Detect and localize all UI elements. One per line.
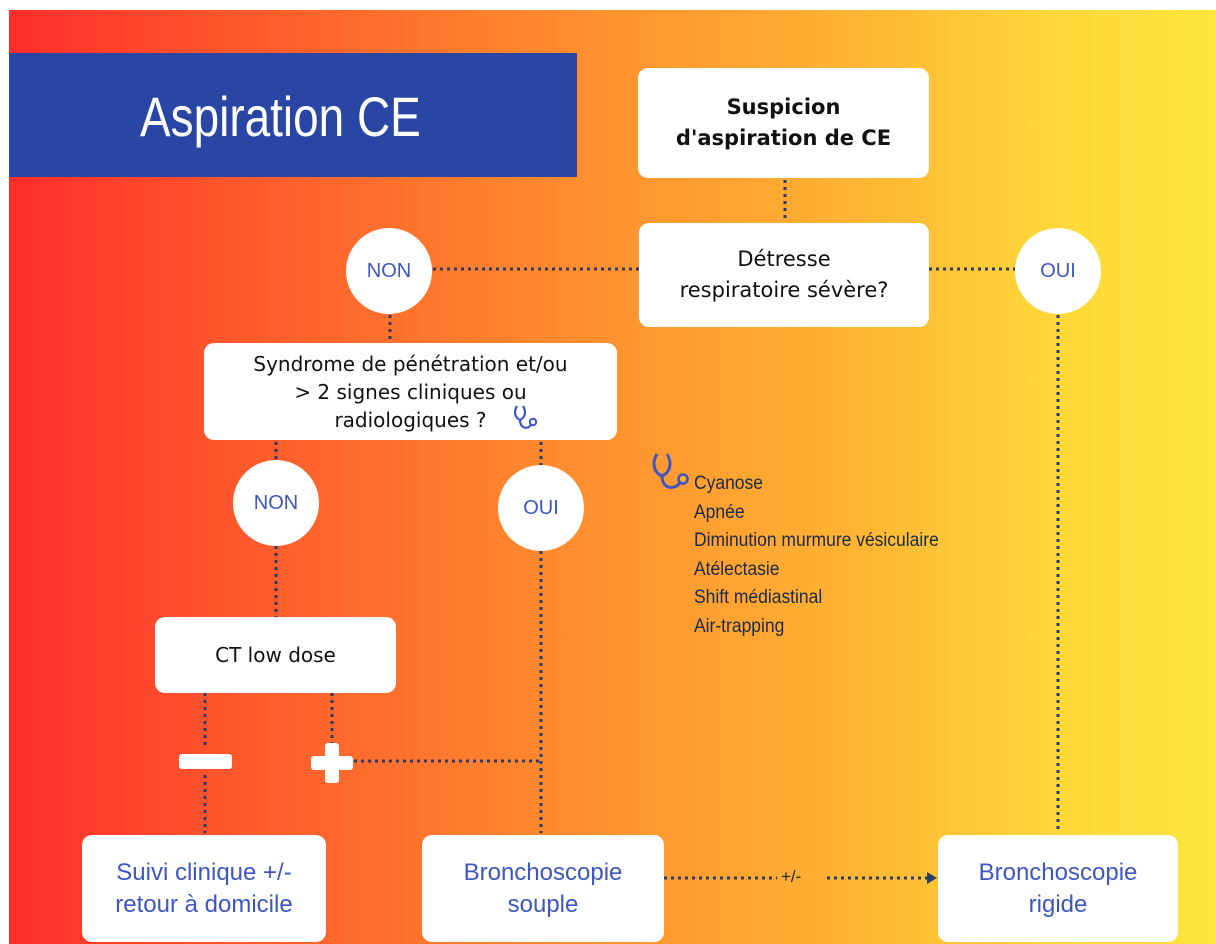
list-item: Cyanose	[694, 473, 763, 494]
decision-oui-1-label: OUI	[1040, 259, 1076, 282]
node-ct: CT low dose	[155, 617, 396, 693]
node-ct-label: CT low dose	[215, 643, 336, 667]
decision-non-2-label: NON	[253, 491, 299, 514]
list-item: Apnée	[694, 501, 745, 523]
node-suspicion: Suspicion d'aspiration de CE	[638, 68, 929, 178]
stethoscope-icon	[513, 405, 538, 429]
node-suivi-label: Suivi clinique +/- retour à domicile	[115, 858, 293, 918]
list-item: Diminution murmure vésiculaire	[694, 530, 939, 552]
node-detresse: Détresse respiratoire sévère?	[639, 223, 929, 327]
list-item: Atélectasie	[694, 558, 780, 580]
node-broncho-rigide-label: Bronchoscopie rigide	[978, 858, 1138, 918]
node-broncho-rigide: Bronchoscopie rigide	[938, 835, 1178, 942]
plus-icon	[311, 743, 353, 783]
node-suivi: Suivi clinique +/- retour à domicile	[82, 835, 326, 942]
connector-layer	[203, 180, 1060, 884]
edge-label: +/-	[781, 867, 802, 886]
list-item: Shift médiastinal	[694, 587, 823, 609]
decision-oui-2-label: OUI	[523, 496, 559, 519]
clinical-signs-list: Cyanose Apnée Diminution murmure vésicul…	[694, 470, 960, 642]
page-title: Aspiration CE	[140, 85, 421, 148]
node-syndrome: Syndrome de pénétration et/ou > 2 signes…	[204, 343, 617, 440]
decision-non-1: NON	[346, 228, 432, 314]
minus-icon	[179, 754, 232, 769]
node-broncho-souple: Bronchoscopie souple	[422, 835, 664, 942]
decision-non-2: NON	[233, 460, 319, 546]
node-suspicion-label: Suspicion d'aspiration de CE	[675, 95, 892, 150]
decision-non-1-label: NON	[366, 259, 412, 282]
decision-oui-2: OUI	[498, 465, 584, 551]
stethoscope-icon	[652, 453, 689, 489]
node-broncho-souple-label: Bronchoscopie souple	[463, 858, 623, 918]
node-syndrome-label: Syndrome de pénétration et/ou > 2 signes…	[253, 351, 568, 432]
diagram-canvas: Aspiration CE Suspicion d'aspiration de …	[9, 10, 1216, 944]
list-item: Air-trapping	[694, 615, 785, 637]
title-band	[9, 53, 577, 177]
arrow-right-icon	[927, 872, 937, 884]
node-detresse-label: Détresse respiratoire sévère?	[679, 247, 889, 302]
decision-oui-1: OUI	[1015, 228, 1101, 314]
